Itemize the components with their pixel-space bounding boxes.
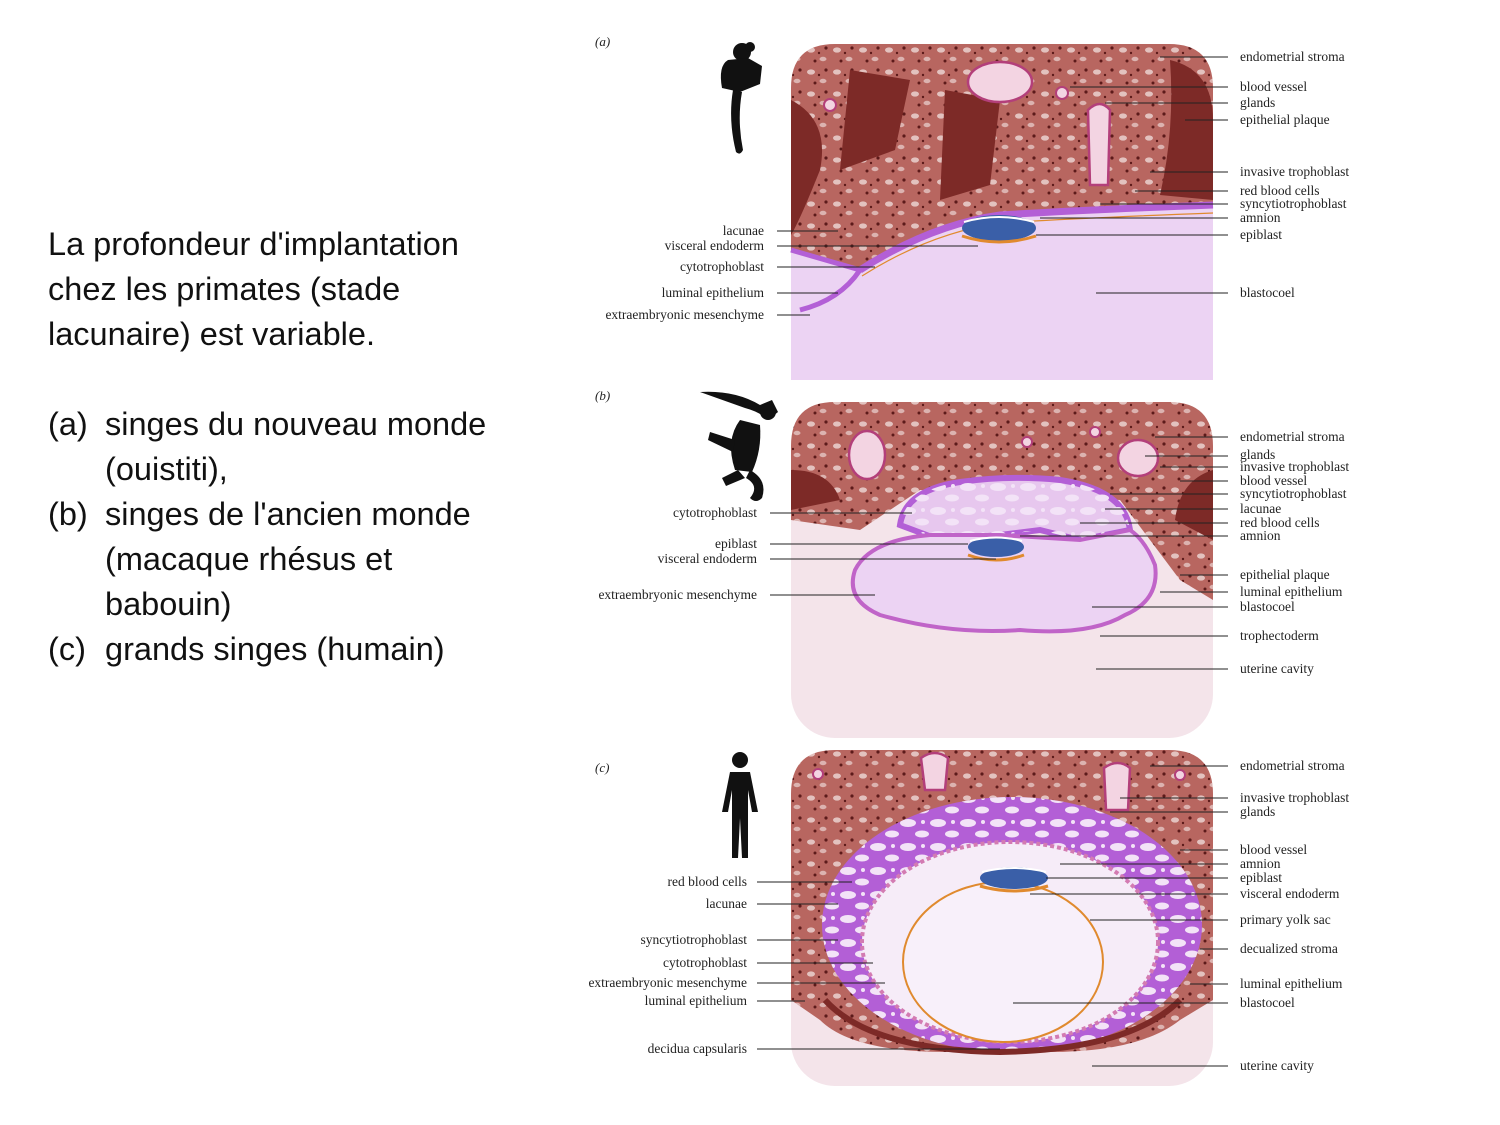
species-item: (c) grands singes (humain) (48, 627, 568, 672)
diagram-label: epiblast (715, 536, 757, 551)
panel-c: (c) (588, 750, 1349, 1086)
diagram-label: extraembryonic mesenchyme (598, 587, 757, 602)
diagram-label: cytotrophoblast (680, 259, 764, 274)
diagram-label: blastocoel (1240, 285, 1295, 300)
diagram-label: primary yolk sac (1240, 912, 1331, 927)
diagram-label: decidua capsularis (648, 1041, 747, 1056)
diagram-label: luminal epithelium (645, 993, 748, 1008)
diagram-label: lacunae (1240, 501, 1281, 516)
species-list: (a) singes du nouveau monde (ouistiti), (… (48, 402, 568, 672)
diagram-label: epithelial plaque (1240, 112, 1330, 127)
panel-a-leaders (777, 56, 1228, 316)
species-marker: (c) (48, 631, 86, 667)
diagram-label: syncytiotrophoblast (1240, 196, 1347, 211)
diagram-label: glands (1240, 447, 1275, 462)
diagram-label: red blood cells (668, 874, 747, 889)
diagram-label: endometrial stroma (1240, 758, 1345, 773)
diagram-label: luminal epithelium (1240, 976, 1343, 991)
diagram-label: syncytiotrophoblast (1240, 486, 1347, 501)
human-silhouette (722, 752, 758, 858)
macaque-silhouette (700, 391, 778, 501)
diagram-label: red blood cells (1240, 183, 1319, 198)
diagram-label: amnion (1240, 210, 1281, 225)
diagram-label: uterine cavity (1240, 1058, 1314, 1073)
marmoset-silhouette (720, 42, 762, 154)
diagram-label: invasive trophoblast (1240, 790, 1349, 805)
diagram-label: glands (1240, 804, 1275, 819)
diagram-label: visceral endoderm (665, 238, 765, 253)
species-text: singes du nouveau monde (ouistiti), (105, 406, 487, 487)
diagram-label: cytotrophoblast (663, 955, 747, 970)
diagram-label: amnion (1240, 528, 1281, 543)
panel-b: (b) (595, 388, 1349, 738)
panel-letter: (b) (595, 388, 610, 403)
diagram-label: extraembryonic mesenchyme (588, 975, 747, 990)
panel-a-diagram (790, 44, 1214, 380)
diagram-label: decualized stroma (1240, 941, 1338, 956)
diagram-label: uterine cavity (1240, 661, 1314, 676)
diagram-label: invasive trophoblast (1240, 459, 1349, 474)
panel-c-leaders (757, 765, 1228, 1067)
diagram-label: red blood cells (1240, 515, 1319, 530)
diagram-label: lacunae (723, 223, 764, 238)
diagram-label: blood vessel (1240, 79, 1307, 94)
diagram-label: trophectoderm (1240, 628, 1319, 643)
diagram-label: endometrial stroma (1240, 49, 1345, 64)
species-item: (a) singes du nouveau monde (ouistiti), (48, 402, 568, 492)
diagram-label: glands (1240, 95, 1275, 110)
panel-c-labels: red blood cells lacunae syncytiotrophobl… (588, 758, 1349, 1073)
slide-text: La profondeur d'implantation chez les pr… (48, 222, 568, 672)
species-text: grands singes (humain) (105, 631, 445, 667)
panel-b-leaders (770, 436, 1228, 670)
panel-a: (a) (595, 34, 1349, 380)
species-marker: (b) (48, 496, 88, 532)
diagram-label: lacunae (706, 896, 747, 911)
diagram-label: epiblast (1240, 870, 1282, 885)
diagram-label: epithelial plaque (1240, 567, 1330, 582)
slide-intro: La profondeur d'implantation chez les pr… (48, 226, 459, 352)
panel-b-diagram (791, 402, 1213, 738)
diagram-label: blastocoel (1240, 995, 1295, 1010)
diagram-label: invasive trophoblast (1240, 164, 1349, 179)
diagram-label: extraembryonic mesenchyme (605, 307, 764, 322)
diagram-label: blood vessel (1240, 842, 1307, 857)
diagram-label: blastocoel (1240, 599, 1295, 614)
panel-letter: (a) (595, 34, 610, 49)
diagram-label: luminal epithelium (662, 285, 765, 300)
panel-c-diagram (791, 750, 1213, 1086)
species-item: (b) singes de l'ancien monde (macaque rhé… (48, 492, 568, 627)
panel-a-labels: lacunae visceral endoderm cytotrophoblas… (605, 49, 1349, 322)
diagram-label: cytotrophoblast (673, 505, 757, 520)
diagram-label: amnion (1240, 856, 1281, 871)
species-marker: (a) (48, 406, 88, 442)
diagram-label: epiblast (1240, 227, 1282, 242)
diagram-label: syncytiotrophoblast (641, 932, 748, 947)
species-text: singes de l'ancien monde (macaque rhésus… (105, 496, 471, 622)
panel-b-labels: cytotrophoblast epiblast visceral endode… (598, 429, 1349, 676)
diagram-label: visceral endoderm (1240, 886, 1340, 901)
diagram-label: visceral endoderm (658, 551, 758, 566)
diagram-label: endometrial stroma (1240, 429, 1345, 444)
diagram-label: blood vessel (1240, 473, 1307, 488)
diagram-label: luminal epithelium (1240, 584, 1343, 599)
panel-letter: (c) (595, 760, 609, 775)
